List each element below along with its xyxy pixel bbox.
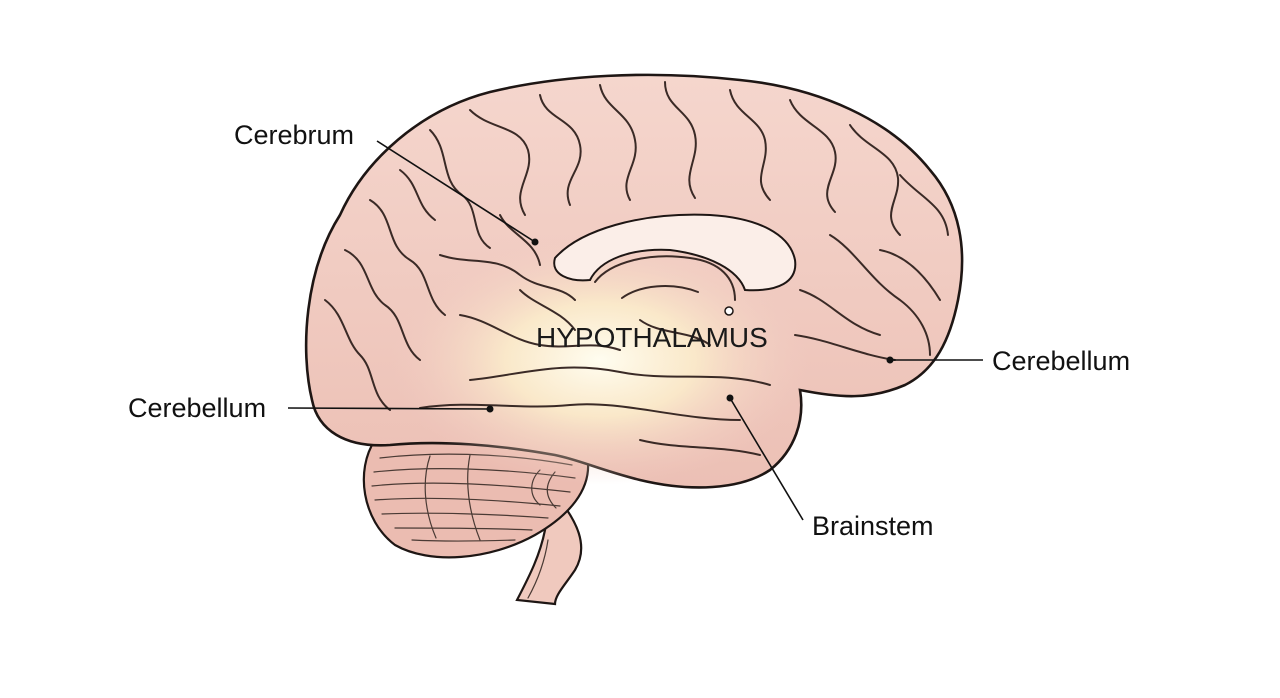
hypothalamus-point bbox=[725, 307, 733, 315]
label-hypothalamus: HYPOTHALAMUS bbox=[536, 322, 768, 353]
label-cerebellum-right: Cerebellum bbox=[992, 346, 1130, 376]
label-cerebrum: Cerebrum bbox=[234, 120, 354, 150]
label-brainstem: Brainstem bbox=[812, 511, 934, 541]
label-cerebellum-left: Cerebellum bbox=[128, 393, 266, 423]
